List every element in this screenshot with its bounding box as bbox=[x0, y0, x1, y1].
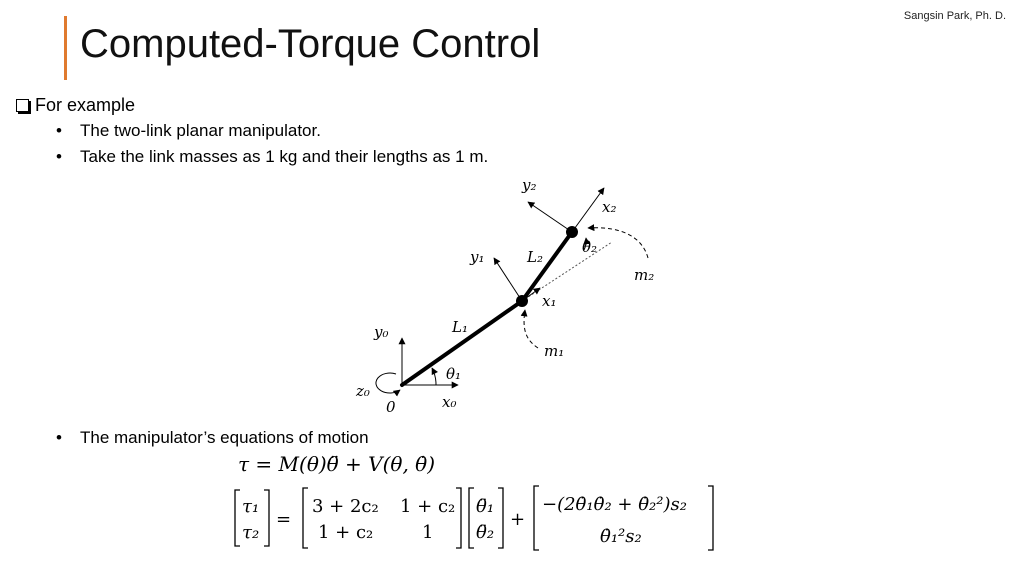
section-heading-text: For example bbox=[35, 95, 136, 115]
v2-entry: θ̇₁²s₂ bbox=[600, 526, 642, 547]
acc1-entry: θ̈₁ bbox=[476, 496, 494, 517]
theta1-arc bbox=[431, 367, 438, 386]
tau1-entry: τ₁ bbox=[242, 496, 259, 517]
x0-label: x₀ bbox=[442, 393, 456, 411]
L2-label: L₂ bbox=[526, 248, 543, 266]
m1-pointer bbox=[520, 309, 539, 349]
y1-label: y₁ bbox=[469, 248, 485, 266]
theta2-label: θ₂ bbox=[582, 238, 597, 256]
L1-label: L₁ bbox=[451, 318, 468, 336]
bullet-text: The manipulator’s equations of motion bbox=[80, 428, 369, 447]
bullet-dot-icon: • bbox=[56, 147, 62, 166]
x1-axis bbox=[521, 287, 541, 302]
z0-label: z₀ bbox=[355, 382, 370, 400]
theta1-label: θ₁ bbox=[446, 365, 461, 383]
m21-entry: 1 + c₂ bbox=[318, 522, 373, 543]
bullet-text: The two-link planar manipulator. bbox=[80, 121, 321, 140]
bullet-item: • Take the link masses as 1 kg and their… bbox=[56, 147, 488, 167]
plus-sign: + bbox=[510, 509, 525, 530]
bullet-text: Take the link masses as 1 kg and their l… bbox=[80, 147, 489, 166]
slide-title: Computed-Torque Control bbox=[80, 22, 541, 66]
bullet-dot-icon: • bbox=[56, 428, 62, 447]
bullet-dot-icon: • bbox=[56, 121, 62, 140]
m2-label: m₂ bbox=[634, 266, 654, 284]
title-accent-bar bbox=[64, 16, 67, 80]
y1-axis bbox=[493, 257, 523, 302]
equation-of-motion: τ = M(θ)θ̈ + V(θ, θ̇) bbox=[238, 452, 436, 476]
matrix-equation: τ₁ τ₂ = 3 + 2c₂ 1 + c₂ 1 + c₂ 1 θ̈₁ θ̈₂ … bbox=[234, 485, 714, 551]
y2-axis bbox=[527, 201, 573, 233]
x1-label: x₁ bbox=[542, 292, 556, 310]
tau2-entry: τ₂ bbox=[242, 522, 259, 543]
origin-label: 0 bbox=[386, 398, 396, 416]
m2-pointer bbox=[587, 224, 649, 259]
m12-entry: 1 + c₂ bbox=[400, 496, 455, 517]
author-label: Sangsin Park, Ph. D. bbox=[903, 10, 1006, 22]
bullet-item: • The two-link planar manipulator. bbox=[56, 121, 321, 141]
z0-rotation-arc bbox=[375, 372, 401, 397]
link-2 bbox=[520, 230, 574, 303]
y2-label: y₂ bbox=[521, 176, 537, 194]
x2-label: x₂ bbox=[602, 198, 616, 216]
theta2-arc bbox=[583, 237, 591, 251]
equals-sign: = bbox=[276, 509, 291, 530]
m1-label: m₁ bbox=[544, 342, 564, 360]
bullet-item: • The manipulator’s equations of motion bbox=[56, 428, 369, 448]
y0-label: y₀ bbox=[373, 323, 389, 341]
m22-entry: 1 bbox=[422, 522, 433, 543]
manipulator-diagram: y₂ x₂ θ₂ y₁ L₂ m₂ x₁ L₁ y₀ m₁ θ₁ z₀ x₀ 0 bbox=[355, 176, 654, 416]
x2-axis bbox=[571, 187, 605, 233]
section-heading: For example bbox=[16, 95, 135, 116]
link-1 bbox=[400, 299, 524, 387]
checkbox-bullet-icon bbox=[16, 99, 29, 112]
m11-entry: 3 + 2c₂ bbox=[312, 496, 379, 517]
v1-entry: −(2θ̇₁θ̇₂ + θ̇₂²)s₂ bbox=[542, 494, 687, 515]
acc2-entry: θ̈₂ bbox=[476, 522, 494, 543]
